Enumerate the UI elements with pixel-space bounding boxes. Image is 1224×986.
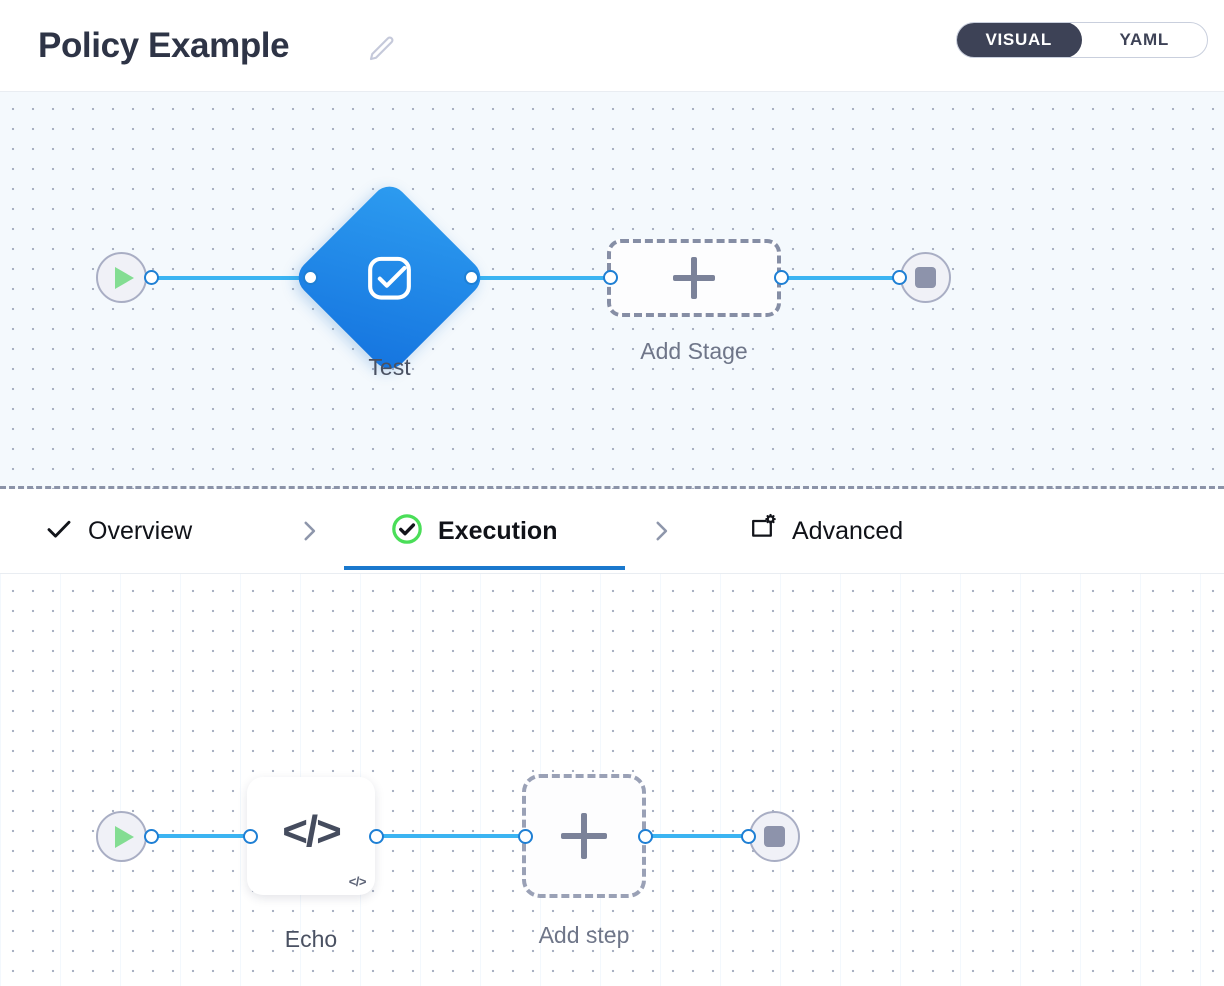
step-start-node[interactable] xyxy=(96,811,147,862)
window-gear-icon xyxy=(746,513,778,550)
tab-separator-1 xyxy=(296,489,322,573)
step-node-echo-label: Echo xyxy=(284,926,338,952)
code-icon: </> xyxy=(282,807,342,856)
tab-execution[interactable]: Execution xyxy=(390,489,557,573)
check-square-icon xyxy=(291,179,488,376)
port-echo-in[interactable] xyxy=(243,829,258,844)
stage-start-node[interactable] xyxy=(96,252,147,303)
check-icon xyxy=(44,514,74,549)
add-stage-label: Add Stage xyxy=(640,338,748,364)
port-test-out[interactable] xyxy=(464,270,479,285)
tab-advanced-label: Advanced xyxy=(792,516,904,545)
wire-addstage-to-end xyxy=(778,276,904,280)
tab-advanced[interactable]: Advanced xyxy=(746,489,903,573)
port-step-end-in[interactable] xyxy=(741,829,756,844)
add-step-button[interactable] xyxy=(522,774,646,898)
port-addstep-out[interactable] xyxy=(638,829,653,844)
page-title: Policy Example xyxy=(38,26,290,65)
play-icon xyxy=(96,811,147,862)
pencil-icon[interactable] xyxy=(366,34,396,64)
tab-overview-label: Overview xyxy=(88,516,193,545)
port-addstage-out[interactable] xyxy=(774,270,789,285)
wire-start-to-echo xyxy=(150,834,255,838)
port-echo-out[interactable] xyxy=(369,829,384,844)
stop-icon xyxy=(749,811,800,862)
add-step-label: Add step xyxy=(538,922,630,948)
plus-icon xyxy=(561,813,607,859)
add-stage-button[interactable] xyxy=(607,239,781,317)
wire-echo-to-addstep xyxy=(372,834,527,838)
wire-addstep-to-end xyxy=(642,834,754,838)
check-circle-icon xyxy=(390,512,424,551)
wire-test-to-addstage xyxy=(465,276,615,280)
code-badge-icon: </> xyxy=(348,874,367,889)
stop-icon xyxy=(900,252,951,303)
step-canvas[interactable]: </> </> Echo Add step xyxy=(0,573,1224,986)
port-start-out[interactable] xyxy=(144,270,159,285)
toggle-option-visual[interactable]: VISUAL xyxy=(957,23,1082,57)
toggle-option-yaml[interactable]: YAML xyxy=(1119,30,1169,49)
port-step-start-out[interactable] xyxy=(144,829,159,844)
tab-active-underline xyxy=(344,566,625,570)
tab-separator-2 xyxy=(648,489,674,573)
stage-end-node[interactable] xyxy=(900,252,951,303)
plus-icon xyxy=(673,257,715,299)
stage-node-test[interactable] xyxy=(291,179,488,376)
play-icon xyxy=(96,252,147,303)
mode-toggle[interactable]: VISUAL YAML xyxy=(956,22,1208,58)
port-addstage-in[interactable] xyxy=(603,270,618,285)
step-end-node[interactable] xyxy=(749,811,800,862)
port-addstep-in[interactable] xyxy=(518,829,533,844)
tab-bar: Overview Execution Advanced xyxy=(0,489,1224,573)
stage-node-test-label: Test xyxy=(368,354,411,380)
step-node-echo[interactable]: </> </> xyxy=(247,777,375,895)
page-header: Policy Example VISUAL YAML xyxy=(0,0,1224,92)
tab-execution-label: Execution xyxy=(438,516,558,545)
port-end-in[interactable] xyxy=(892,270,907,285)
stage-canvas[interactable]: Test Add Stage xyxy=(0,92,1224,489)
port-test-in[interactable] xyxy=(303,270,318,285)
wire-start-to-test xyxy=(150,276,315,280)
tab-overview[interactable]: Overview xyxy=(44,489,192,573)
